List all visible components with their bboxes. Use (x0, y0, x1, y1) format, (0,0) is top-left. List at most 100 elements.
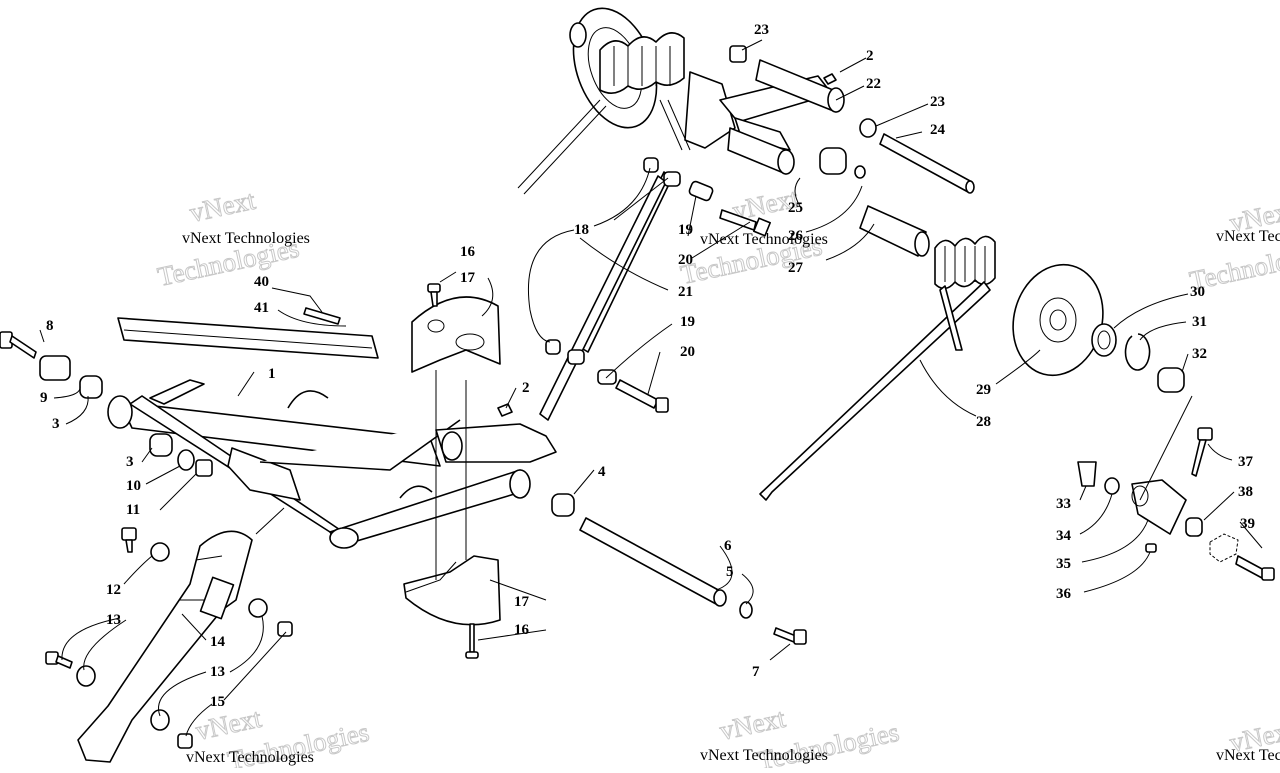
callout-37: 37 (1238, 454, 1254, 470)
spacer-32 (1157, 367, 1185, 393)
callout-39: 39 (1240, 516, 1255, 532)
bolt-12-lower (45, 651, 73, 669)
nut-15-b (177, 733, 193, 749)
watermark-outline-line1: vNext (193, 703, 264, 746)
callout-4: 4 (598, 464, 606, 480)
callout-19-mid: 19 (680, 314, 695, 330)
nut-11 (195, 459, 213, 477)
bushing-23-right (859, 118, 877, 138)
callout-labels: 1 2 2 3 3 4 5 6 7 8 9 10 11 12 13 13 14 … (40, 22, 1255, 710)
screw-16-top (427, 283, 441, 307)
bearing-30 (1091, 323, 1117, 357)
watermark-text: vNext Technologies (1216, 747, 1280, 764)
swing-arm-1 (107, 379, 557, 549)
idler-wheel-29 (1012, 263, 1104, 377)
callout-36: 36 (1056, 586, 1072, 602)
callout-23-top: 23 (754, 22, 769, 38)
callout-27: 27 (788, 260, 804, 276)
callout-22: 22 (866, 76, 881, 92)
watermark-text: vNext Technologies (182, 230, 310, 247)
callout-29: 29 (976, 382, 991, 398)
bolt-8 (0, 331, 37, 359)
leader-lines (39, 39, 1263, 737)
screw-16-bottom (465, 623, 479, 659)
callout-2-mid: 2 (522, 380, 530, 396)
watermark-text: vNext Technologies (700, 231, 828, 248)
bushing-23-top (729, 45, 747, 63)
callout-15: 15 (210, 694, 225, 710)
callout-3-lower: 3 (126, 454, 134, 470)
callout-23-right: 23 (930, 94, 945, 110)
watermark-outline-line1: vNext (187, 185, 258, 228)
callout-17-bottom: 17 (514, 594, 530, 610)
callout-41: 41 (254, 300, 269, 316)
watermark-text: vNext Technologies (186, 749, 314, 766)
upper-torsion-spring (517, 32, 691, 195)
bushing-3-lower (149, 433, 173, 457)
washer-13-a (150, 542, 170, 562)
watermark-outline-line1: vNext (717, 703, 788, 746)
bushing-3-left (79, 375, 103, 399)
callout-24: 24 (930, 122, 946, 138)
callout-2-top: 2 (866, 48, 874, 64)
callout-8: 8 (46, 318, 54, 334)
callout-34: 34 (1056, 528, 1072, 544)
alignment-lines (435, 370, 467, 580)
shaft-6 (579, 517, 727, 607)
bolt-7 (773, 627, 807, 645)
callout-7: 7 (752, 664, 760, 680)
block-17-bottom (403, 555, 501, 626)
bolt-39 (1209, 533, 1275, 581)
callout-40: 40 (254, 274, 269, 290)
callout-26: 26 (788, 228, 804, 244)
callout-30: 30 (1190, 284, 1205, 300)
callout-16-top: 16 (460, 244, 476, 260)
bushing-33 (1077, 461, 1097, 487)
bushing-38 (1185, 517, 1203, 537)
lower-torsion-spring (759, 235, 996, 501)
bolt-19-20-top (688, 180, 771, 237)
callout-35: 35 (1056, 556, 1071, 572)
callout-16-bottom: 16 (514, 622, 530, 638)
bolt-40 (303, 307, 341, 325)
callout-32: 32 (1192, 346, 1207, 362)
snap-ring-31 (1124, 333, 1151, 371)
bolt-12 (121, 527, 137, 553)
callout-13-lower: 13 (210, 664, 225, 680)
washer-5 (739, 601, 753, 619)
callout-3-left: 3 (52, 416, 60, 432)
spacer-9 (39, 355, 71, 381)
strap-14 (77, 530, 253, 763)
callout-9: 9 (40, 390, 48, 406)
shaft-24 (879, 133, 975, 194)
callout-14: 14 (210, 634, 226, 650)
link-rod-21 (539, 157, 681, 421)
grease-fitting-2-top (823, 73, 837, 85)
washer-13-b (248, 598, 268, 618)
callout-21: 21 (678, 284, 693, 300)
callout-10: 10 (126, 478, 141, 494)
bushing-4 (551, 493, 575, 517)
callout-18: 18 (574, 222, 589, 238)
washer-10 (177, 449, 195, 471)
bolt-37 (1191, 427, 1213, 477)
callout-12: 12 (106, 582, 121, 598)
washer-13-c (76, 665, 96, 687)
callout-31: 31 (1192, 314, 1207, 330)
rail-41 (117, 317, 379, 359)
callout-5: 5 (726, 564, 734, 580)
block-17-top (411, 296, 501, 373)
nut-15-a (277, 621, 293, 637)
grease-fitting-2-mid (497, 403, 513, 417)
callout-13-upper: 13 (106, 612, 121, 628)
callout-38: 38 (1238, 484, 1253, 500)
callout-19-top: 19 (678, 222, 693, 238)
upper-arm (684, 59, 845, 175)
washer-13-d (150, 709, 170, 731)
watermark-text: vNext Technologies (1216, 228, 1280, 245)
callout-20-top: 20 (678, 252, 693, 268)
set-screw-36 (1145, 543, 1157, 553)
callout-33: 33 (1056, 496, 1071, 512)
